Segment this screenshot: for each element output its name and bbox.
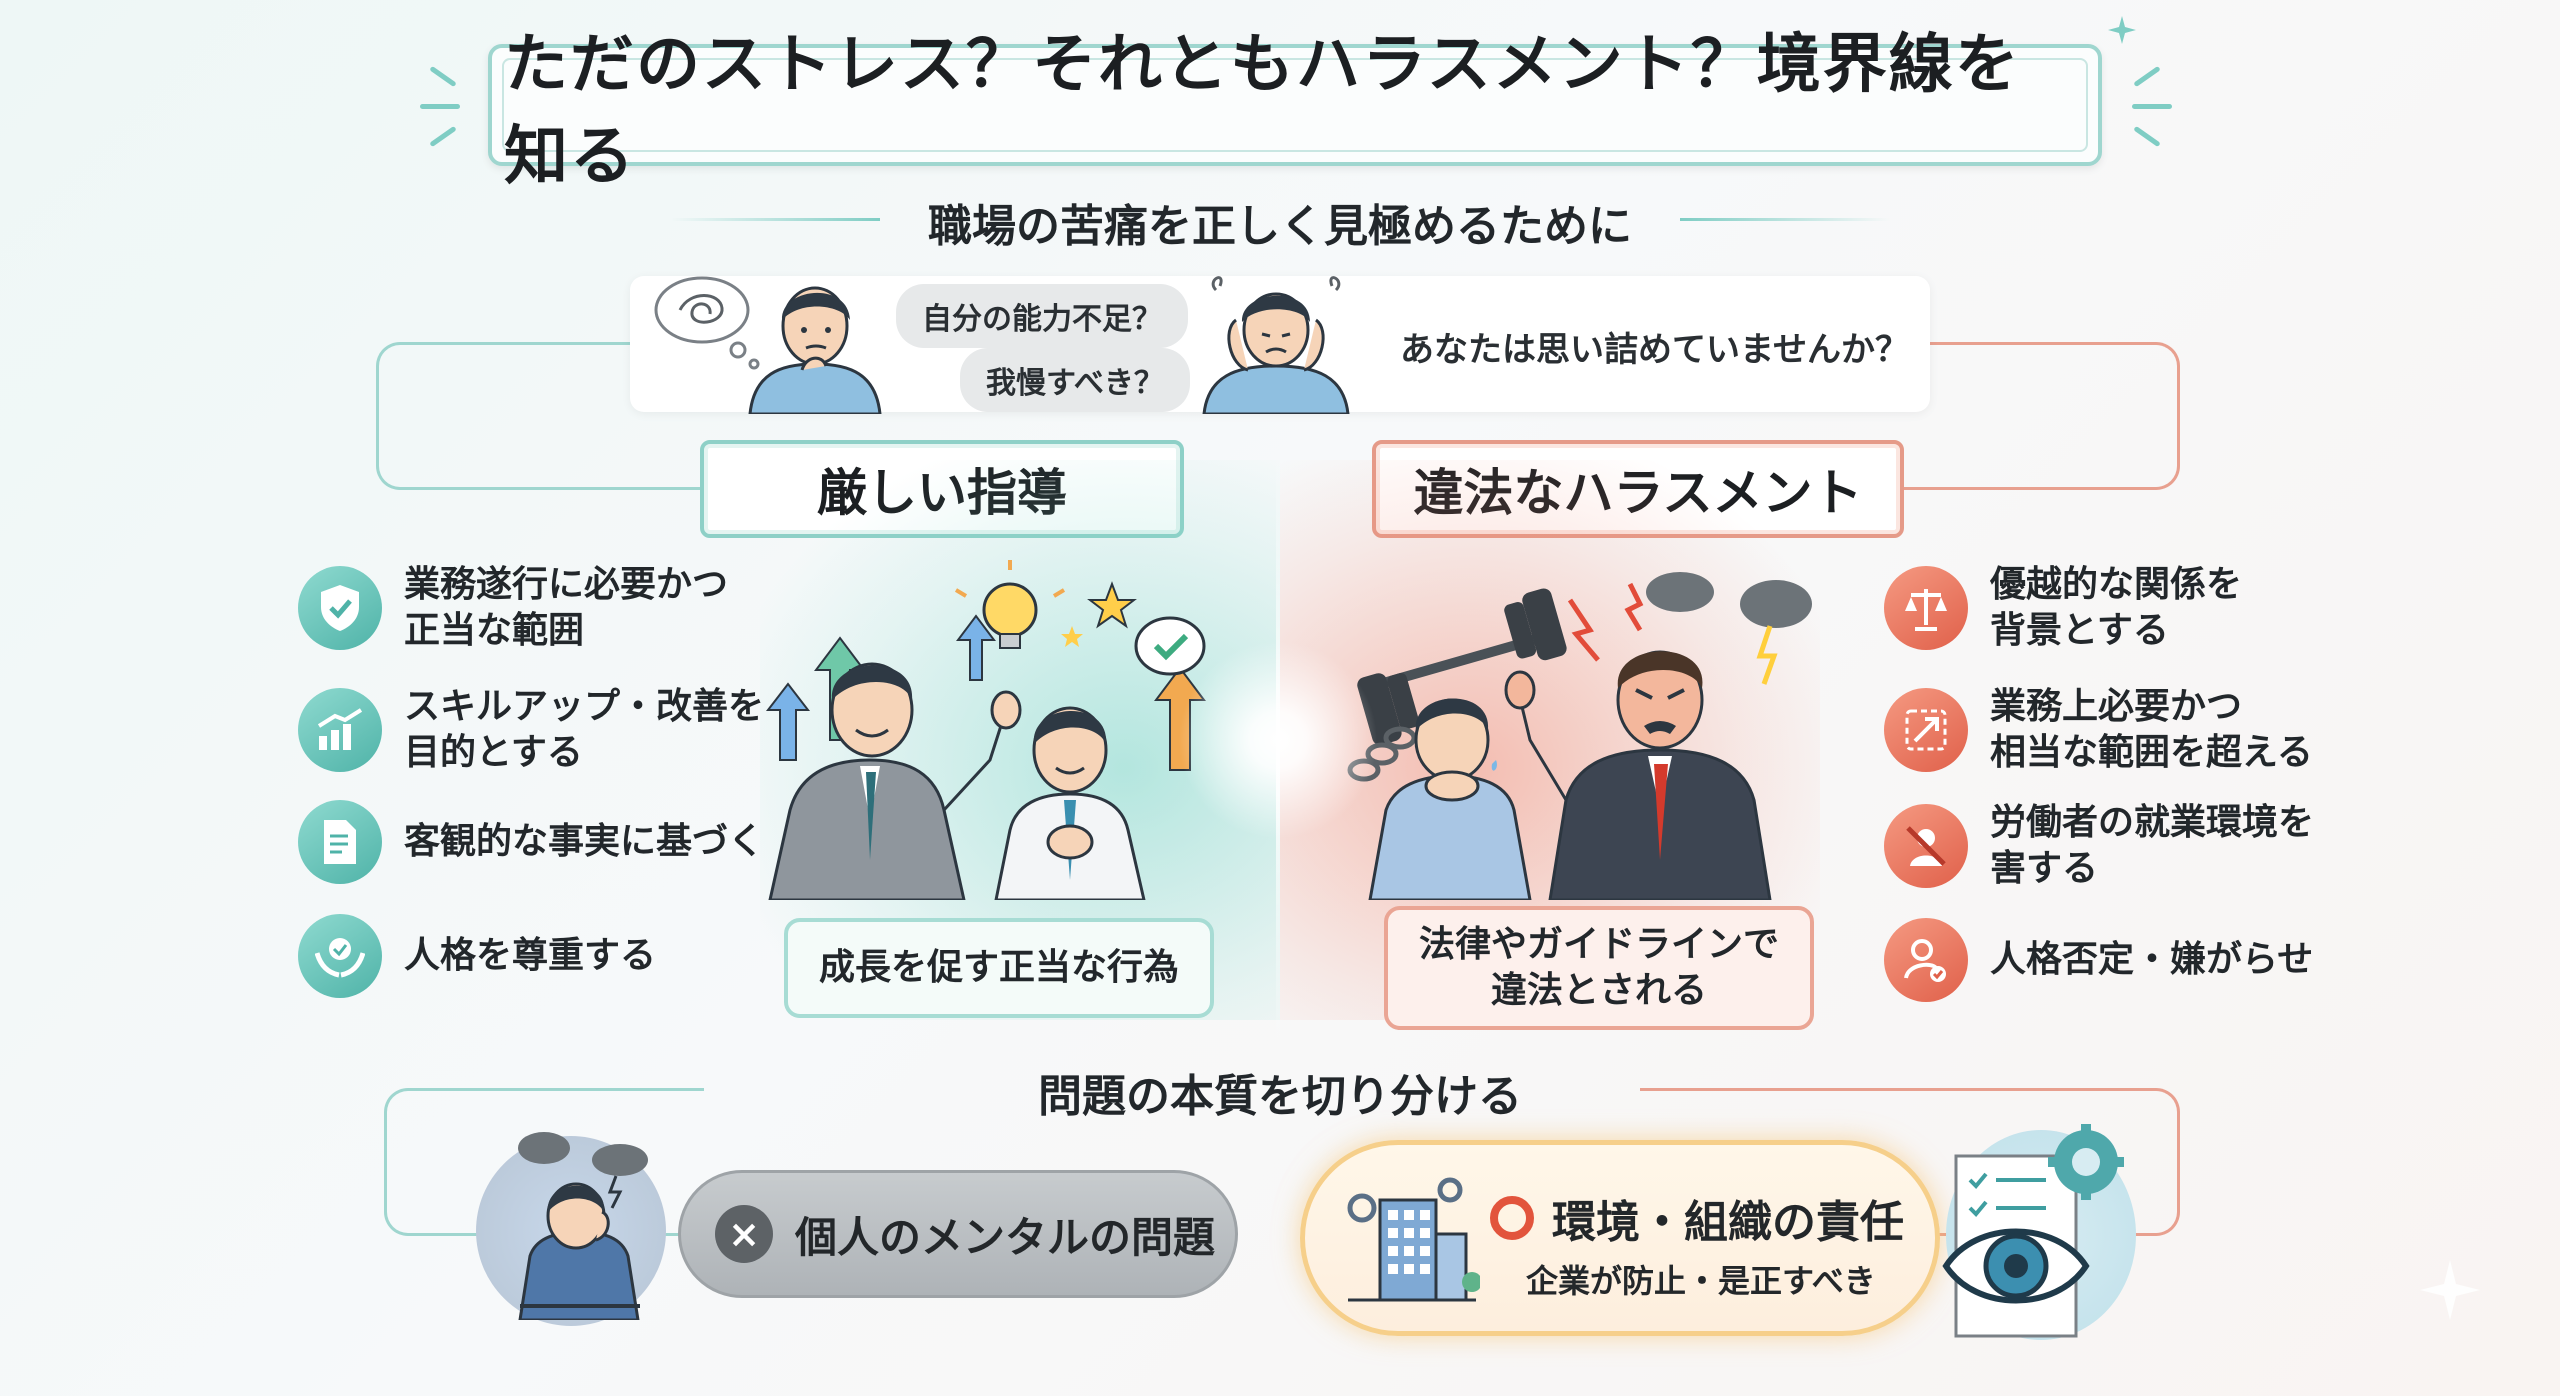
bottom-section-title: 問題の本質を切り分ける (1038, 1071, 1522, 1122)
guidance-item-4: 人格を尊重する (298, 914, 656, 998)
harassment-item-4: 人格否定・嫌がらせ (1884, 918, 2313, 1002)
guidance-item-1: 業務遂行に必要かつ 正当な範囲 (298, 562, 728, 654)
connector-frame-left (376, 342, 706, 490)
guidance-item-3-line1: 客観的な事実に基づく (404, 821, 765, 862)
harassment-item-1-line1: 優越的な関係を (1990, 564, 2243, 605)
hands-heart-icon (298, 914, 382, 998)
individual-problem-pill: × 個人のメンタルの問題 (678, 1170, 1238, 1298)
harassment-item-3-line1: 労働者の就業環境を (1990, 802, 2315, 843)
guidance-item-3: 客観的な事実に基づく (298, 800, 764, 884)
page-title: ただのストレス？それともハラスメント？境界線を知る (504, 28, 2021, 194)
harassment-item-4-line1: 人格否定・嫌がらせ (1990, 939, 2314, 980)
speech-bubble-1: 自分の能力不足？ (896, 284, 1188, 348)
organization-responsibility-sub: 企業が防止・是正すべき (1526, 1262, 1876, 1300)
title-deco-right (2132, 104, 2172, 109)
title-deco-right (2133, 65, 2161, 88)
scales-icon (1884, 566, 1968, 650)
organization-responsibility-label: 環境・組織の責任 (1552, 1197, 1904, 1248)
harassment-item-1: 優越的な関係を 背景とする (1884, 562, 2242, 654)
title-deco-left (429, 65, 457, 88)
harassment-item-1-line2: 背景とする (1990, 610, 2169, 651)
subtitle-line-left (670, 218, 880, 221)
mentoring-illustration (765, 560, 1206, 900)
harassment-caption-line2: 違法とされる (1490, 970, 1707, 1011)
guidance-item-1-line1: 業務遂行に必要かつ (404, 564, 729, 605)
guidance-item-4-line1: 人格を尊重する (404, 935, 657, 976)
thought-cloud-icon (654, 276, 760, 370)
growth-chart-icon (298, 688, 382, 772)
office-building-icon (1347, 1177, 1480, 1302)
harassment-item-2-line1: 業務上必要かつ (1990, 686, 2243, 727)
depressed-person-icon (518, 1132, 648, 1320)
intro-question: あなたは思い詰めていませんか？ (1400, 330, 1909, 370)
guidance-item-2-line2: 目的とする (404, 732, 583, 773)
harassment-illustration (1347, 572, 1812, 900)
harassment-item-3: 労働者の就業環境を 害する (1884, 800, 2314, 892)
harassment-item-2-line2: 相当な範囲を超える (1990, 732, 2313, 773)
guidance-caption: 成長を促す正当な行為 (784, 918, 1214, 1018)
person-denied-icon (1884, 918, 1968, 1002)
sparkle-icon (2108, 16, 2136, 44)
document-icon (298, 800, 382, 884)
stressed-person-icon (1202, 276, 1350, 414)
harassment-caption: 法律やガイドラインで 違法とされる (1384, 906, 1814, 1030)
shield-check-icon (298, 566, 382, 650)
guidance-item-2: スキルアップ・改善を 目的とする (298, 684, 764, 776)
circle-mark-icon (1490, 1196, 1534, 1240)
harassment-item-3-line2: 害する (1990, 848, 2099, 889)
center-divider (1276, 440, 1280, 1060)
corner-sparkle-icon (2420, 1260, 2480, 1320)
worried-person-icon (748, 286, 882, 414)
x-icon: × (715, 1205, 773, 1263)
title-deco-left (420, 104, 460, 109)
worker-prohibited-icon (1884, 804, 1968, 888)
exceed-arrow-icon (1884, 688, 1968, 772)
title-box: ただのストレス？それともハラスメント？境界線を知る (488, 28, 2102, 194)
harassment-item-2: 業務上必要かつ 相当な範囲を超える (1884, 684, 2313, 776)
harassment-caption-line1: 法律やガイドラインで (1418, 924, 1779, 965)
guidance-item-2-line1: スキルアップ・改善を (404, 686, 765, 727)
title-deco-right (2133, 125, 2161, 148)
guidance-item-1-line2: 正当な範囲 (404, 610, 585, 651)
subtitle: 職場の苦痛を正しく見極めるために (928, 201, 1632, 252)
title-deco-left (429, 125, 457, 148)
individual-problem-label: 個人のメンタルの問題 (795, 1212, 1216, 1262)
speech-bubble-2: 我慢すべき？ (960, 348, 1190, 412)
subtitle-line-right (1680, 218, 1890, 221)
connector-frame-right (1900, 342, 2180, 490)
monitoring-eye-icon (1942, 1124, 2124, 1338)
